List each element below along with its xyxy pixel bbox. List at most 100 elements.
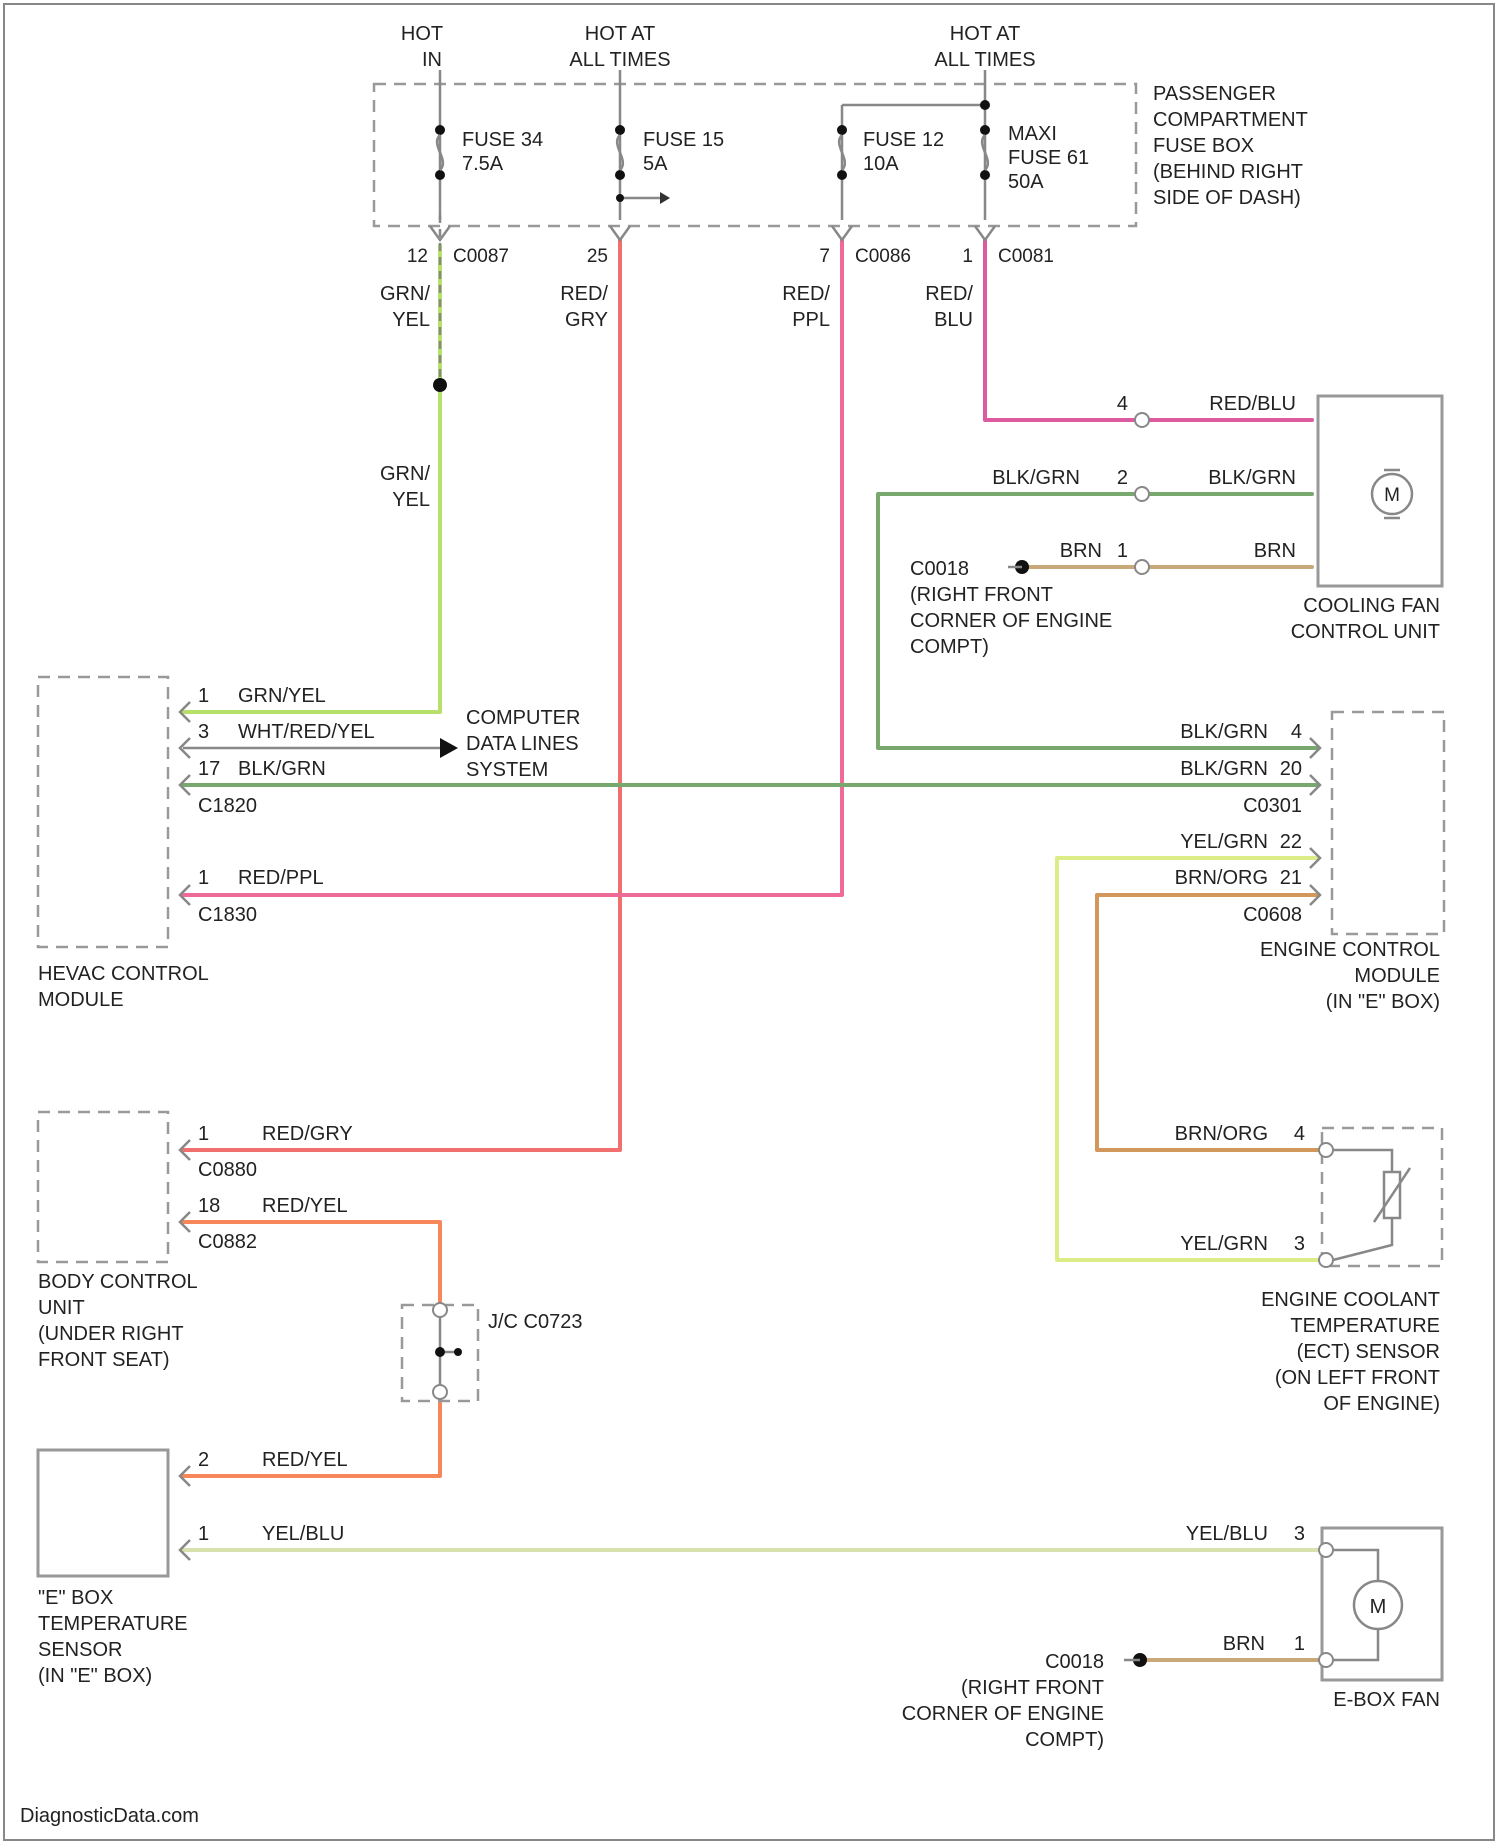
ect-pin-4: 4 — [1294, 1123, 1305, 1145]
fuse-box-label-3: FUSE BOX — [1153, 135, 1254, 157]
ebox-fan-pin-1-connector — [1319, 1653, 1333, 1667]
jc-pin-bottom — [433, 1385, 447, 1399]
cooling-fan-motor-letter: M — [1384, 485, 1400, 506]
ebox-fan-ground-label-1: C0018 — [1045, 1651, 1104, 1673]
ebox-sensor-label-1: "E" BOX — [38, 1587, 113, 1609]
ebox-fan-pin-3-connector — [1319, 1543, 1333, 1557]
fuse-box: HOT IN HOT AT ALL TIMES HOT AT ALL TIMES — [374, 23, 1308, 267]
ect-pin-3-connector — [1319, 1253, 1333, 1267]
bcu-wire-1: RED/GRY — [262, 1123, 353, 1145]
fuse-34-rating: 7.5A — [462, 153, 504, 175]
ebox-fan-wire-1: BRN — [1223, 1633, 1265, 1655]
ect-box — [1322, 1128, 1442, 1266]
fuse-61-maxi: MAXI — [1008, 123, 1057, 145]
fan-ground-label-2: (RIGHT FRONT — [910, 584, 1053, 606]
hvac-pin-3: 3 — [198, 721, 209, 743]
hvac-box — [38, 677, 168, 947]
engine-control-module: BLK/GRN 4 BLK/GRN 20 C0301 YEL/GRN 22 BR… — [1175, 712, 1444, 1013]
fuse-15-label: FUSE 15 — [643, 129, 724, 151]
hot-in-line1: HOT — [401, 23, 443, 45]
conn-c0081: C0081 — [998, 246, 1054, 267]
cooling-fan-control-unit: M 4 RED/BLU BLK/GRN 2 BLK/GRN BRN 1 BRN … — [910, 393, 1442, 658]
ebox-sensor-box — [38, 1450, 168, 1576]
computer-data-arrow — [440, 738, 458, 758]
fuse-pin-7: 7 — [819, 246, 830, 267]
fan-ground-label-1: C0018 — [910, 558, 969, 580]
hvac-connector-pins — [180, 702, 190, 905]
hvac-label-1: HEVAC CONTROL — [38, 963, 209, 985]
fuse-box-label-2: COMPARTMENT — [1153, 109, 1308, 131]
bcu-wire-18: RED/YEL — [262, 1195, 348, 1217]
ebox-sensor-wire-2: RED/YEL — [262, 1449, 348, 1471]
fuse-box-label-1: PASSENGER — [1153, 83, 1276, 105]
fuse-34-label: FUSE 34 — [462, 129, 543, 151]
jc-label: J/C C0723 — [488, 1311, 583, 1333]
fuse-box-label-5: SIDE OF DASH) — [1153, 187, 1301, 209]
fan-pin-2: 2 — [1117, 467, 1128, 489]
fuse-pin-12: 12 — [407, 246, 428, 267]
ebox-sensor-label-4: (IN "E" BOX) — [38, 1665, 152, 1687]
label-red-ppl-top-1: RED/ — [782, 283, 830, 305]
ecm-conn-c0301: C0301 — [1243, 795, 1302, 817]
ecm-wire-21: BRN/ORG — [1175, 867, 1268, 889]
ect-pin-4-connector — [1319, 1143, 1333, 1157]
label-red-blu-top-2: BLU — [934, 309, 973, 331]
ebox-sensor-wire-1: YEL/BLU — [262, 1523, 344, 1545]
label-grn-yel-mid-2: YEL — [392, 489, 430, 511]
ebox-sensor-pin-1: 1 — [198, 1523, 209, 1545]
fuse-61-label: FUSE 61 — [1008, 147, 1089, 169]
label-grn-yel-mid-1: GRN/ — [380, 463, 430, 485]
ebox-sensor-label-2: TEMPERATURE — [38, 1613, 188, 1635]
splice-dot-grn-yel — [433, 378, 447, 392]
bcu-label-2: UNIT — [38, 1297, 85, 1319]
ebox-sensor-label-3: SENSOR — [38, 1639, 122, 1661]
bcu-pin-1: 1 — [198, 1123, 209, 1145]
cooling-fan-label-1: COOLING FAN — [1303, 595, 1440, 617]
fuse-15-rating: 5A — [643, 153, 668, 175]
ecm-label-3: (IN "E" BOX) — [1326, 991, 1440, 1013]
fan-pin-2-connector — [1135, 487, 1149, 501]
ecm-conn-c0608: C0608 — [1243, 904, 1302, 926]
wire-brn-org — [1097, 895, 1320, 1150]
label-grn-yel-top-2: YEL — [392, 309, 430, 331]
ect-label-4: (ON LEFT FRONT — [1275, 1367, 1440, 1389]
ecm-wire-4: BLK/GRN — [1180, 721, 1268, 743]
ecm-label-2: MODULE — [1354, 965, 1440, 987]
ecm-label-1: ENGINE CONTROL — [1260, 939, 1440, 961]
conn-c0087: C0087 — [453, 246, 509, 267]
ect-pin-3: 3 — [1294, 1233, 1305, 1255]
ect-label-1: ENGINE COOLANT — [1261, 1289, 1440, 1311]
ecm-pin-22: 22 — [1280, 831, 1302, 853]
ebox-sensor-pin-2: 2 — [198, 1449, 209, 1471]
ect-wire-3: YEL/GRN — [1180, 1233, 1268, 1255]
hot-at-all-times-1-line1: HOT AT — [585, 23, 655, 45]
fan-pin-1-connector — [1135, 560, 1149, 574]
top-wire-labels: GRN/ YEL RED/ GRY RED/ PPL RED/ BLU GRN/… — [380, 283, 973, 511]
label-red-gry-top-2: GRY — [565, 309, 608, 331]
ebox-fan-pin-3: 3 — [1294, 1523, 1305, 1545]
hvac-wire-3: WHT/RED/YEL — [238, 721, 375, 743]
hvac-control-module: 1 GRN/YEL 3 WHT/RED/YEL COMPUTER DATA LI… — [38, 677, 580, 1011]
fan-ground-label-4: COMPT) — [910, 636, 989, 658]
fuse-61-symbol — [980, 125, 990, 180]
ecm-connector-pins — [1310, 738, 1320, 905]
hvac-wire-1b: RED/PPL — [238, 867, 324, 889]
label-red-gry-top-1: RED/ — [560, 283, 608, 305]
bcu-conn-c0882: C0882 — [198, 1231, 257, 1253]
ecm-box — [1332, 712, 1444, 934]
fuse-box-connector-pins — [430, 226, 995, 240]
watermark: DiagnosticData.com — [20, 1805, 199, 1827]
ebox-temperature-sensor: 2 RED/YEL 1 YEL/BLU "E" BOX TEMPERATURE … — [38, 1449, 348, 1687]
junction-connector: J/C C0723 — [402, 1303, 583, 1401]
ecm-wire-22: YEL/GRN — [1180, 831, 1268, 853]
ebox-fan-motor-letter: M — [1370, 1596, 1387, 1618]
hot-in-line2: IN — [422, 49, 442, 71]
ebox-fan: M YEL/BLU 3 BRN 1 C0018 (RIGHT FRONT COR… — [902, 1523, 1442, 1751]
ecm-pin-20: 20 — [1280, 758, 1302, 780]
fan-wire-1-right: BRN — [1254, 540, 1296, 562]
wires — [183, 215, 1322, 1660]
bcu-label-3: (UNDER RIGHT — [38, 1323, 184, 1345]
bcu-label-4: FRONT SEAT) — [38, 1349, 169, 1371]
bcu-conn-c0880: C0880 — [198, 1159, 257, 1181]
